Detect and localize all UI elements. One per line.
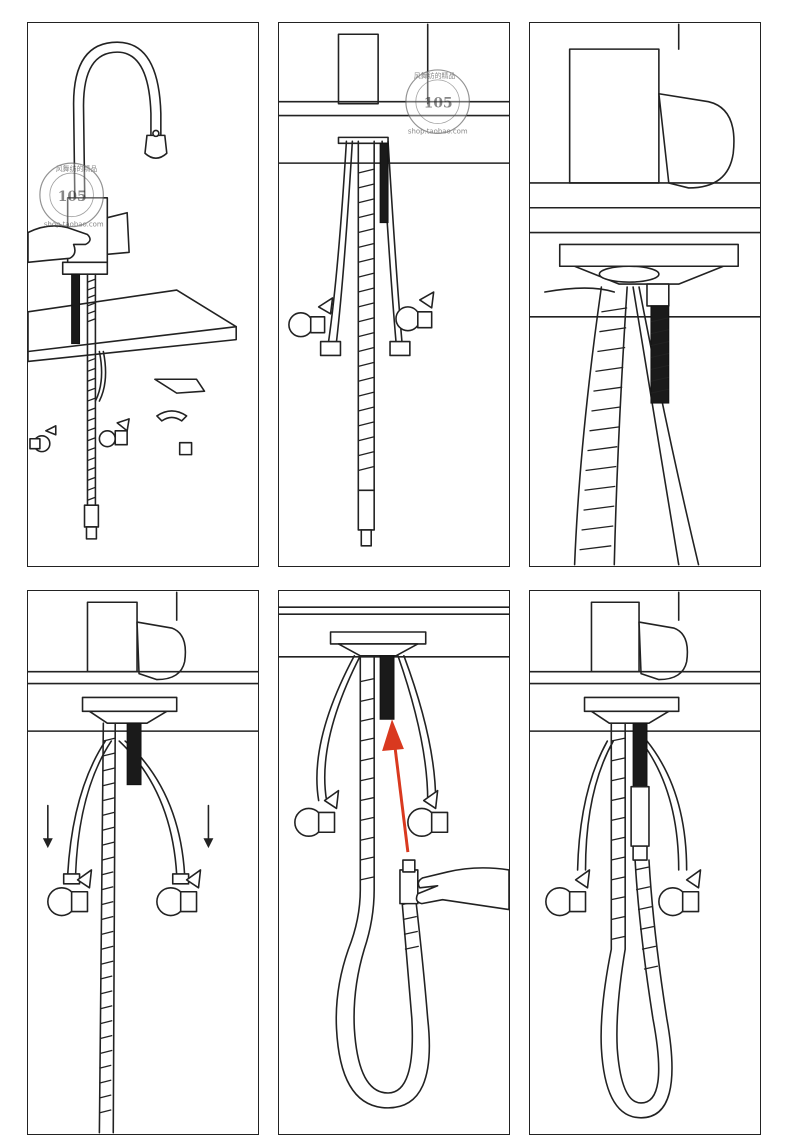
step-6-drawing <box>530 591 760 1119</box>
down-arrow-right <box>203 804 214 849</box>
watermark-stamp: 风舞纺的精品 105 shop.taobao.com <box>405 69 470 135</box>
step-4-panel <box>27 590 259 1135</box>
angle-valve-left <box>47 869 93 917</box>
countertop <box>28 289 237 363</box>
mounting-plate-part <box>154 378 206 394</box>
step-6-panel <box>529 590 761 1135</box>
angle-valve-right <box>407 789 449 838</box>
flexible-hoses <box>327 140 403 547</box>
angle-valve-left <box>29 425 57 453</box>
watermark-number: 105 <box>424 96 453 112</box>
hand <box>28 225 91 264</box>
horseshoe-washer <box>156 410 188 422</box>
connected-hose-loop <box>600 722 673 1119</box>
step-4-drawing <box>28 591 258 1134</box>
down-arrow-left <box>42 804 53 849</box>
angle-valve-left <box>294 789 340 838</box>
step-1-panel: 风舞纺的精品 105 shop.taobao.com <box>27 22 259 567</box>
watermark-brand: 风舞纺的精品 <box>414 71 456 80</box>
angle-valve-right <box>98 418 130 448</box>
braided-hose <box>83 273 100 540</box>
hoses-bundle <box>573 286 700 566</box>
watermark-url: shop.taobao.com <box>408 127 468 135</box>
angle-valve-left <box>545 869 591 917</box>
angle-valve-right <box>156 869 202 917</box>
step-2-drawing: 风舞纺的精品 105 shop.taobao.com <box>279 23 509 547</box>
step-1-drawing: 风舞纺的精品 105 shop.taobao.com <box>28 41 237 540</box>
watermark-number: 105 <box>58 189 87 205</box>
step-5-drawing <box>279 606 509 1109</box>
up-arrow-red <box>382 719 410 853</box>
step-3-panel <box>529 22 761 567</box>
hand <box>415 867 509 911</box>
step-5-panel <box>278 590 510 1135</box>
nut-part <box>178 441 193 456</box>
angle-valve-right <box>395 291 435 332</box>
hoses <box>66 722 186 1134</box>
mounting-plate <box>544 243 739 293</box>
watermark-brand: 风舞纺的精品 <box>56 164 98 173</box>
step-3-drawing <box>530 23 760 566</box>
watermark-stamp: 风舞纺的精品 105 shop.taobao.com <box>39 162 104 229</box>
angle-valve-left <box>288 297 334 338</box>
step-2-panel: 风舞纺的精品 105 shop.taobao.com <box>278 22 510 567</box>
watermark-url: shop.taobao.com <box>44 221 104 229</box>
faucet-spout <box>72 41 162 259</box>
angle-valve-right <box>658 869 702 917</box>
